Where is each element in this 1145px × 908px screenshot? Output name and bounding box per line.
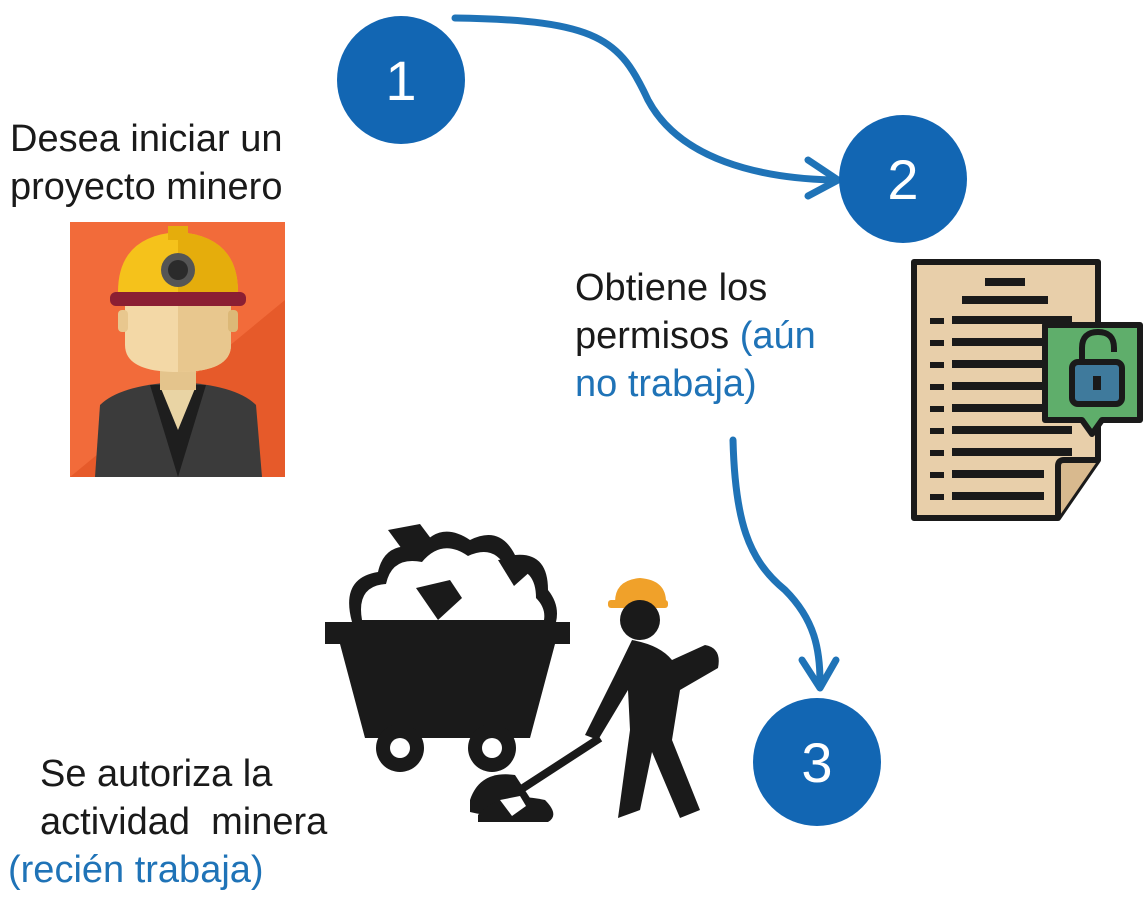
step-2-description: Obtiene los permisos (aún no trabaja)	[575, 264, 816, 408]
miner-avatar-icon	[70, 222, 285, 477]
step-3-note: (recién trabaja)	[8, 849, 264, 891]
step-3-line-1: Se autoriza la	[40, 753, 273, 795]
step-3-circle: 3	[753, 698, 881, 826]
step-3-description: Se autoriza la actividad minera (recién …	[8, 750, 328, 894]
step-2-circle: 2	[839, 115, 967, 243]
arrow-2-to-3	[729, 436, 824, 686]
step-1-line-1: Desea iniciar un	[10, 118, 283, 160]
step-2-line-2: permisos (aún	[575, 312, 816, 360]
arrow-1-to-2-head	[804, 156, 842, 200]
step-2-note-end: no trabaja)	[575, 363, 757, 405]
step-2-note-start: (aún	[739, 315, 816, 357]
arrow-1-to-2	[451, 14, 836, 184]
step-1-description: Desea iniciar un proyecto minero	[10, 115, 282, 211]
step-2-line-1: Obtiene los	[575, 267, 768, 309]
arrow-2-to-3-head	[798, 656, 840, 692]
locked-permit-document-icon	[911, 259, 1143, 521]
mine-cart-worker-icon	[325, 524, 719, 822]
step-2-line-2-text: permisos	[575, 315, 730, 357]
step-1-line-2: proyecto minero	[10, 166, 283, 208]
step-1-circle: 1	[337, 16, 465, 144]
step-3-line-2: actividad minera	[40, 801, 328, 843]
